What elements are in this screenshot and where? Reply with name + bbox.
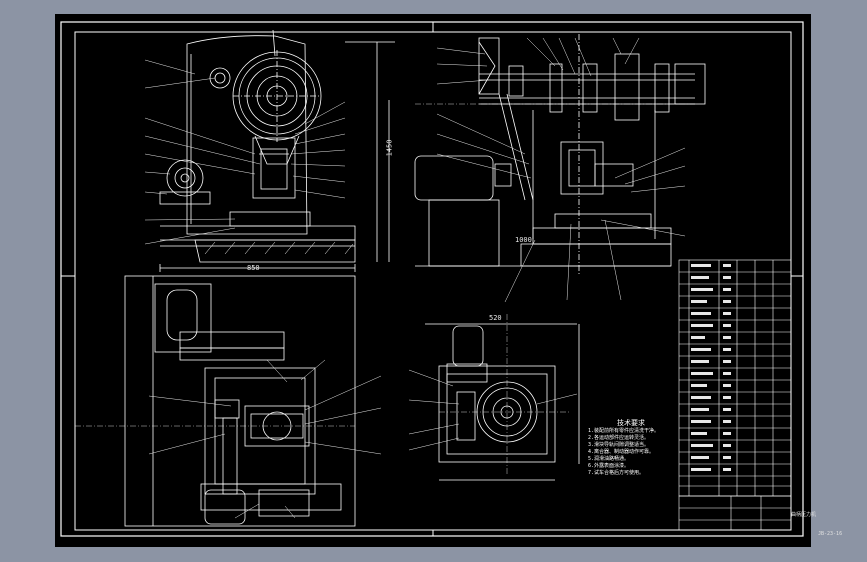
title-block-lines [678, 495, 792, 531]
front-view [159, 29, 395, 272]
notes-heading: 技术要求 [617, 419, 645, 427]
front-leaders [144, 59, 346, 245]
dim-overall-width: 850 [247, 264, 260, 272]
plan-view [75, 275, 356, 527]
side-view [414, 34, 706, 276]
requirement-line: 6.外露表面涂漆。 [588, 463, 630, 469]
requirement-line: 2.各运动部件应运转灵活。 [588, 435, 650, 441]
requirement-line: 7.试车合格后方可使用。 [588, 470, 645, 476]
drawing-code: JB-23-16 [818, 531, 843, 537]
requirement-line: 5.润滑油路畅通。 [588, 456, 630, 462]
parts-list-fill [691, 264, 731, 471]
parts-list [678, 259, 792, 497]
front-hatch [204, 241, 354, 255]
plan-leaders [148, 359, 382, 519]
requirement-line: 3.滑块导轨间隙调整适当。 [588, 442, 650, 448]
cad-drawing [60, 21, 804, 537]
dim-plan-width: 520 [489, 314, 502, 322]
side-leaders [436, 37, 686, 303]
section-leaders [408, 369, 578, 451]
dim-height: 1450 [385, 139, 394, 157]
section-view [425, 314, 580, 481]
requirement-line: 1.装配前所有零件应清洗干净。 [588, 428, 660, 434]
dim-side-width: 1000 [515, 236, 532, 244]
drawing-title: 曲柄压力机 [791, 512, 817, 518]
outer-frame [60, 21, 804, 537]
inner-frame [74, 31, 792, 531]
requirement-line: 4.离合器、制动器动作可靠。 [588, 449, 655, 455]
drawing-sheet: 850 1000 520 1450 技术要求 1.装配前所有零件应清洗干净。 2… [55, 14, 842, 547]
technical-requirements-list: 1.装配前所有零件应清洗干净。 2.各运动部件应运转灵活。 3.滑块导轨间隙调整… [588, 428, 659, 477]
